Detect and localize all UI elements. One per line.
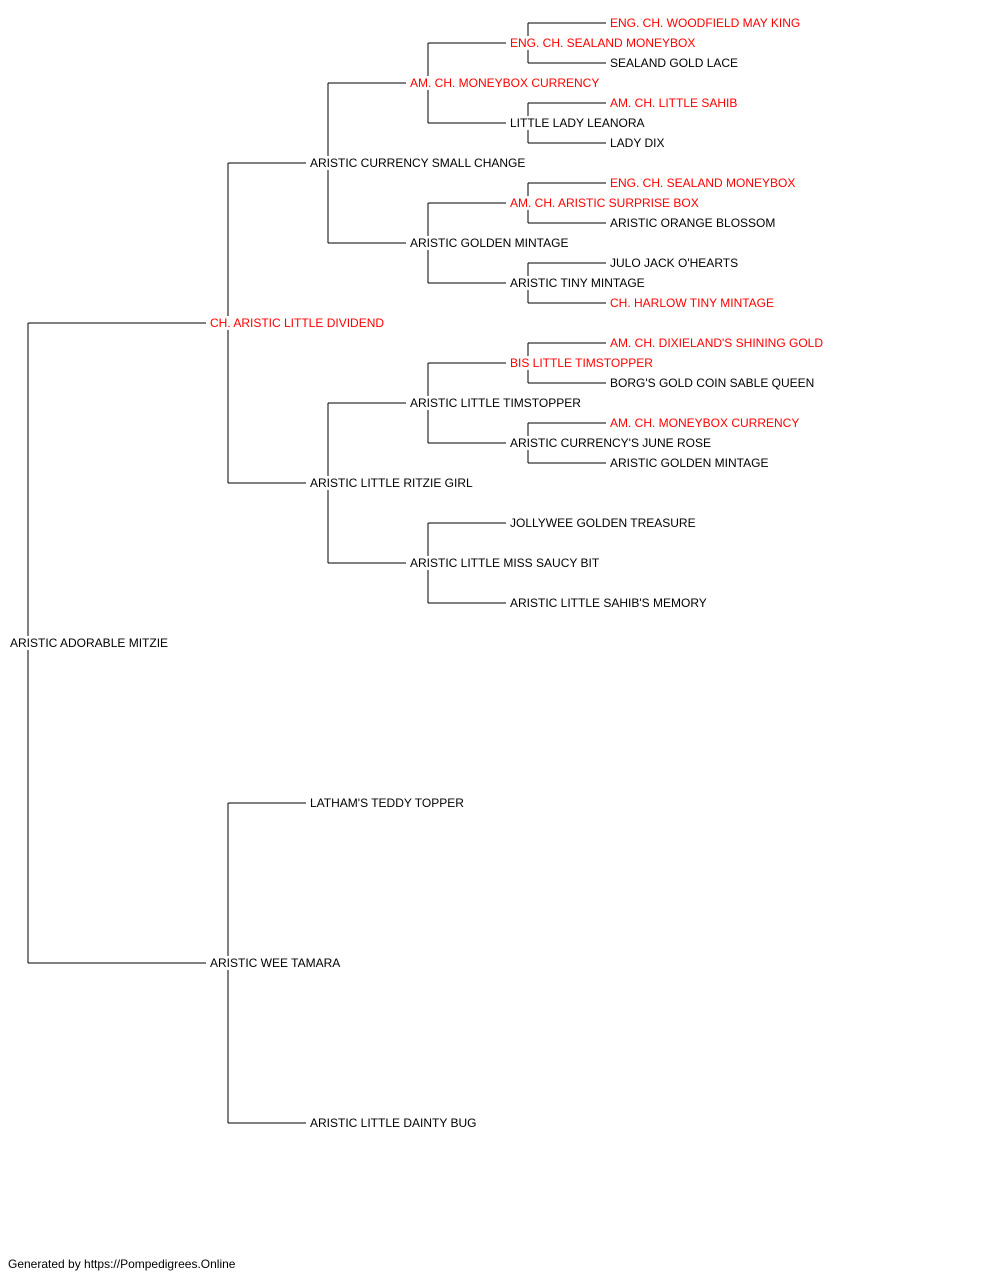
champion-ancestor-name: CH. ARISTIC LITTLE DIVIDEND	[208, 316, 387, 330]
ancestor-name: ARISTIC LITTLE TIMSTOPPER	[408, 396, 583, 410]
champion-ancestor-name: ENG. CH. SEALAND MONEYBOX	[608, 176, 798, 190]
ancestor-name: ARISTIC CURRENCY'S JUNE ROSE	[508, 436, 713, 450]
champion-ancestor-name: AM. CH. ARISTIC SURPRISE BOX	[508, 196, 701, 210]
champion-ancestor-name: AM. CH. DIXIELAND'S SHINING GOLD	[608, 336, 825, 350]
champion-ancestor-name: AM. CH. MONEYBOX CURRENCY	[608, 416, 802, 430]
ancestor-name: ARISTIC LITTLE RITZIE GIRL	[308, 476, 475, 490]
ancestor-name: ARISTIC ORANGE BLOSSOM	[608, 216, 778, 230]
champion-ancestor-name: BIS LITTLE TIMSTOPPER	[508, 356, 655, 370]
ancestor-name: ARISTIC LITTLE SAHIB'S MEMORY	[508, 596, 709, 610]
ancestor-name: JOLLYWEE GOLDEN TREASURE	[508, 516, 698, 530]
ancestor-name: ARISTIC CURRENCY SMALL CHANGE	[308, 156, 528, 170]
ancestor-name: ARISTIC GOLDEN MINTAGE	[608, 456, 771, 470]
ancestor-name: ARISTIC LITTLE DAINTY BUG	[308, 1116, 479, 1130]
champion-ancestor-name: CH. HARLOW TINY MINTAGE	[608, 296, 777, 310]
ancestor-name: ARISTIC WEE TAMARA	[208, 956, 343, 970]
ancestor-name: LATHAM'S TEDDY TOPPER	[308, 796, 466, 810]
ancestor-name: SEALAND GOLD LACE	[608, 56, 741, 70]
champion-ancestor-name: ENG. CH. SEALAND MONEYBOX	[508, 36, 698, 50]
subject-dog-name: ARISTIC ADORABLE MITZIE	[8, 636, 171, 650]
ancestor-name: BORG'S GOLD COIN SABLE QUEEN	[608, 376, 817, 390]
champion-ancestor-name: ENG. CH. WOODFIELD MAY KING	[608, 16, 803, 30]
ancestor-name: LITTLE LADY LEANORA	[508, 116, 647, 130]
ancestor-name: ARISTIC LITTLE MISS SAUCY BIT	[408, 556, 602, 570]
champion-ancestor-name: AM. CH. MONEYBOX CURRENCY	[408, 76, 602, 90]
ancestor-name: ARISTIC TINY MINTAGE	[508, 276, 647, 290]
ancestor-name: JULO JACK O'HEARTS	[608, 256, 741, 270]
champion-ancestor-name: AM. CH. LITTLE SAHIB	[608, 96, 740, 110]
ancestor-name: ARISTIC GOLDEN MINTAGE	[408, 236, 571, 250]
ancestor-name: LADY DIX	[608, 136, 667, 150]
generator-credit: Generated by https://Pompedigrees.Online	[8, 1257, 236, 1271]
